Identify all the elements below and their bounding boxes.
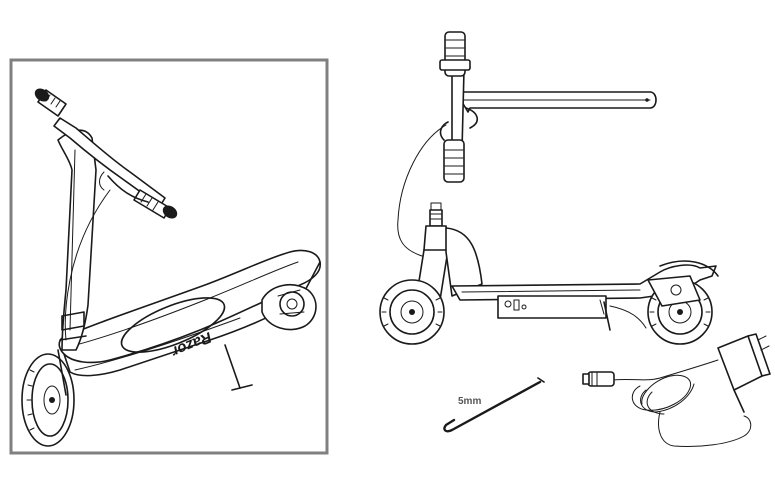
body-front-wheel bbox=[379, 279, 445, 345]
right-grip bbox=[133, 189, 178, 219]
handlebar bbox=[34, 88, 178, 219]
panel-frame bbox=[9, 58, 329, 455]
kickstand bbox=[224, 344, 253, 391]
rear-wheel bbox=[647, 260, 719, 345]
rear-wheel-assembly bbox=[261, 284, 317, 331]
assembled-scooter-panel: Razor bbox=[9, 58, 329, 455]
left-grip bbox=[34, 88, 67, 117]
separate-handlebar bbox=[397, 31, 657, 257]
wrench-size-label: 5mm bbox=[458, 396, 481, 407]
scooter-body bbox=[379, 202, 719, 345]
battery-box bbox=[497, 295, 607, 319]
battery-charger bbox=[582, 333, 771, 447]
upper-grip bbox=[439, 31, 471, 77]
steering-column bbox=[57, 129, 111, 351]
allen-wrench: 5mm bbox=[443, 377, 545, 433]
front-wheel bbox=[21, 349, 75, 447]
lower-grip bbox=[439, 107, 478, 183]
